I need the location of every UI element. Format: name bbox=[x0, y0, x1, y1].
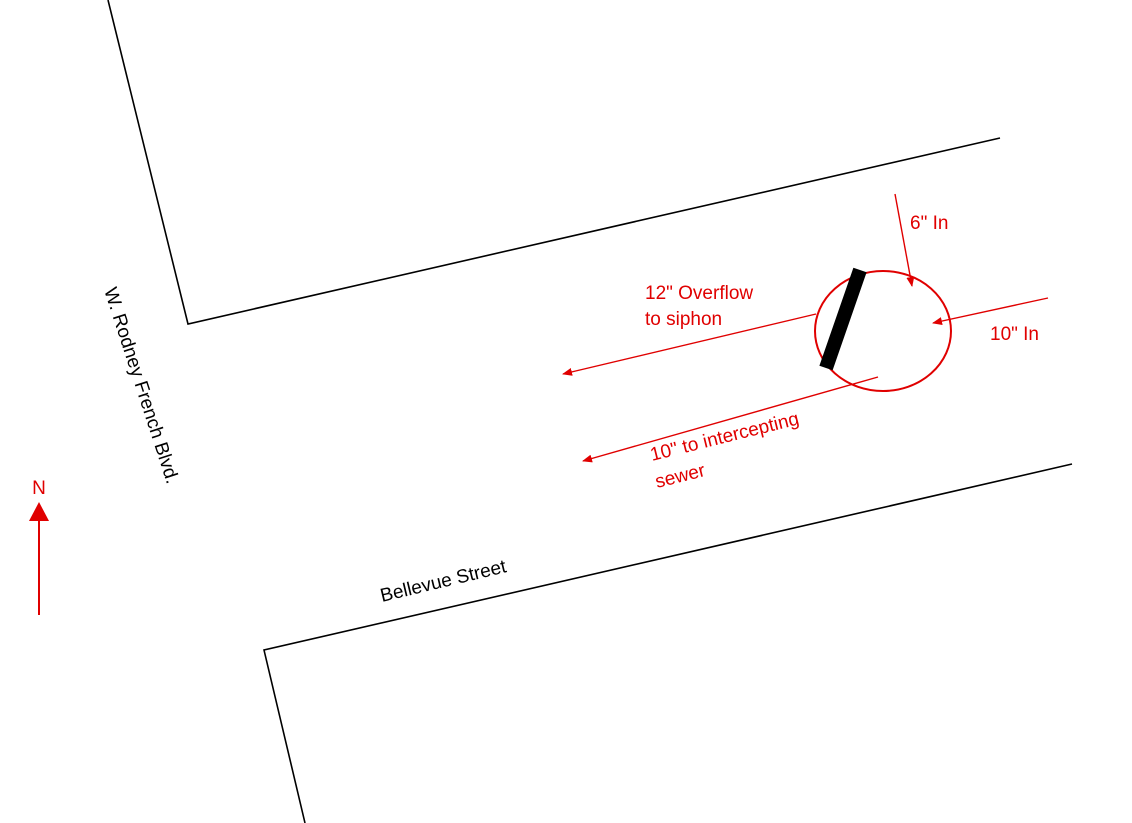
north-arrow-label: N bbox=[32, 478, 46, 499]
arrow-intercepting bbox=[582, 376, 879, 463]
label-10in: 10" In bbox=[990, 324, 1039, 345]
north-block-boundary bbox=[107, 0, 1001, 325]
arrow-10in bbox=[932, 297, 1049, 325]
label-intercepting-line2: sewer bbox=[653, 460, 708, 493]
regulator-chamber bbox=[814, 267, 952, 392]
south-block-boundary bbox=[263, 463, 1073, 823]
street-label-bellevue: Bellevue Street bbox=[378, 556, 509, 607]
label-6in: 6" In bbox=[910, 213, 948, 234]
flow-arrows bbox=[562, 193, 1049, 463]
arrow-overflow bbox=[562, 313, 817, 376]
label-overflow-line1: 12" Overflow bbox=[645, 283, 753, 304]
street-label-rodney-french: W. Rodney French Blvd. bbox=[99, 285, 182, 486]
weir-bar bbox=[819, 267, 867, 371]
north-arrow-head bbox=[29, 502, 49, 521]
arrow-6in bbox=[894, 193, 915, 287]
label-overflow-line2: to siphon bbox=[645, 309, 722, 330]
label-intercepting-line1: 10" to intercepting bbox=[648, 409, 801, 466]
street-boundaries bbox=[107, 0, 1073, 823]
chamber-circle bbox=[814, 270, 952, 392]
north-arrow: N bbox=[29, 478, 49, 615]
